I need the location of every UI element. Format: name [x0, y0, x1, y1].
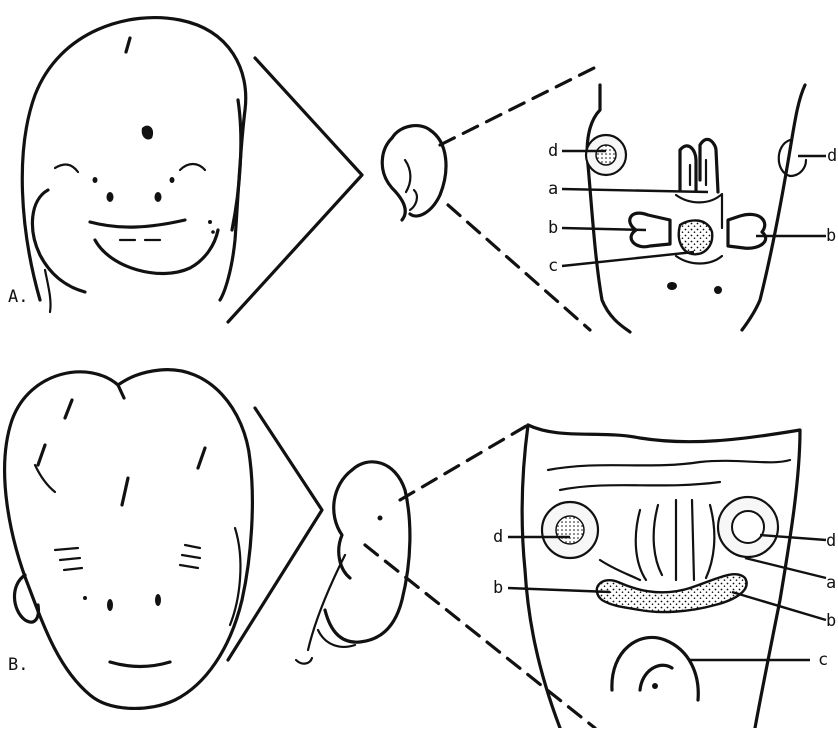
- panel-b-callout-d-right: d: [826, 531, 836, 551]
- panel-a-callout-d-right: d: [827, 146, 837, 166]
- panel-b-head-front-view: [5, 370, 253, 709]
- panel-a-callout-d-left: d: [548, 141, 558, 161]
- panel-b-zoom-wedge: [228, 408, 322, 660]
- panel-a-label: A.: [8, 287, 28, 307]
- panel-b-callout-d-left: d: [493, 527, 503, 547]
- panel-b-label: B.: [8, 655, 28, 675]
- panel-a-c-palate: [679, 220, 713, 254]
- panel-a-callout-c: c: [548, 256, 558, 276]
- panel-a-zoom-wedge: [228, 58, 362, 322]
- panel-b-small-embryo: [296, 462, 410, 664]
- panel-a-small-embryo: [382, 126, 446, 220]
- panel-a-callout-b-left: b: [548, 218, 558, 238]
- panel-a: A. d: [8, 18, 837, 332]
- panel-b-zoom-line-top: [400, 425, 528, 500]
- panel-a-zoom-line-bottom: [448, 205, 590, 330]
- panel-b-callout-b-left: b: [493, 578, 503, 598]
- panel-b: B.: [5, 370, 837, 728]
- panel-b-face-detail: [522, 425, 800, 728]
- panel-b-callout-b-right: b: [826, 611, 836, 631]
- panel-b-zoom-line-bottom: [365, 545, 595, 728]
- panel-a-head-front-view: [22, 18, 245, 312]
- panel-b-callout-a: a: [826, 573, 836, 593]
- panel-b-b-palate: [597, 574, 747, 612]
- panel-a-callout-a: a: [548, 179, 558, 199]
- panel-b-callout-c: c: [818, 650, 828, 670]
- panel-a-zoom-line-top: [440, 65, 600, 145]
- panel-a-face-detail: [586, 85, 806, 332]
- panel-a-callout-b-right: b: [826, 226, 836, 246]
